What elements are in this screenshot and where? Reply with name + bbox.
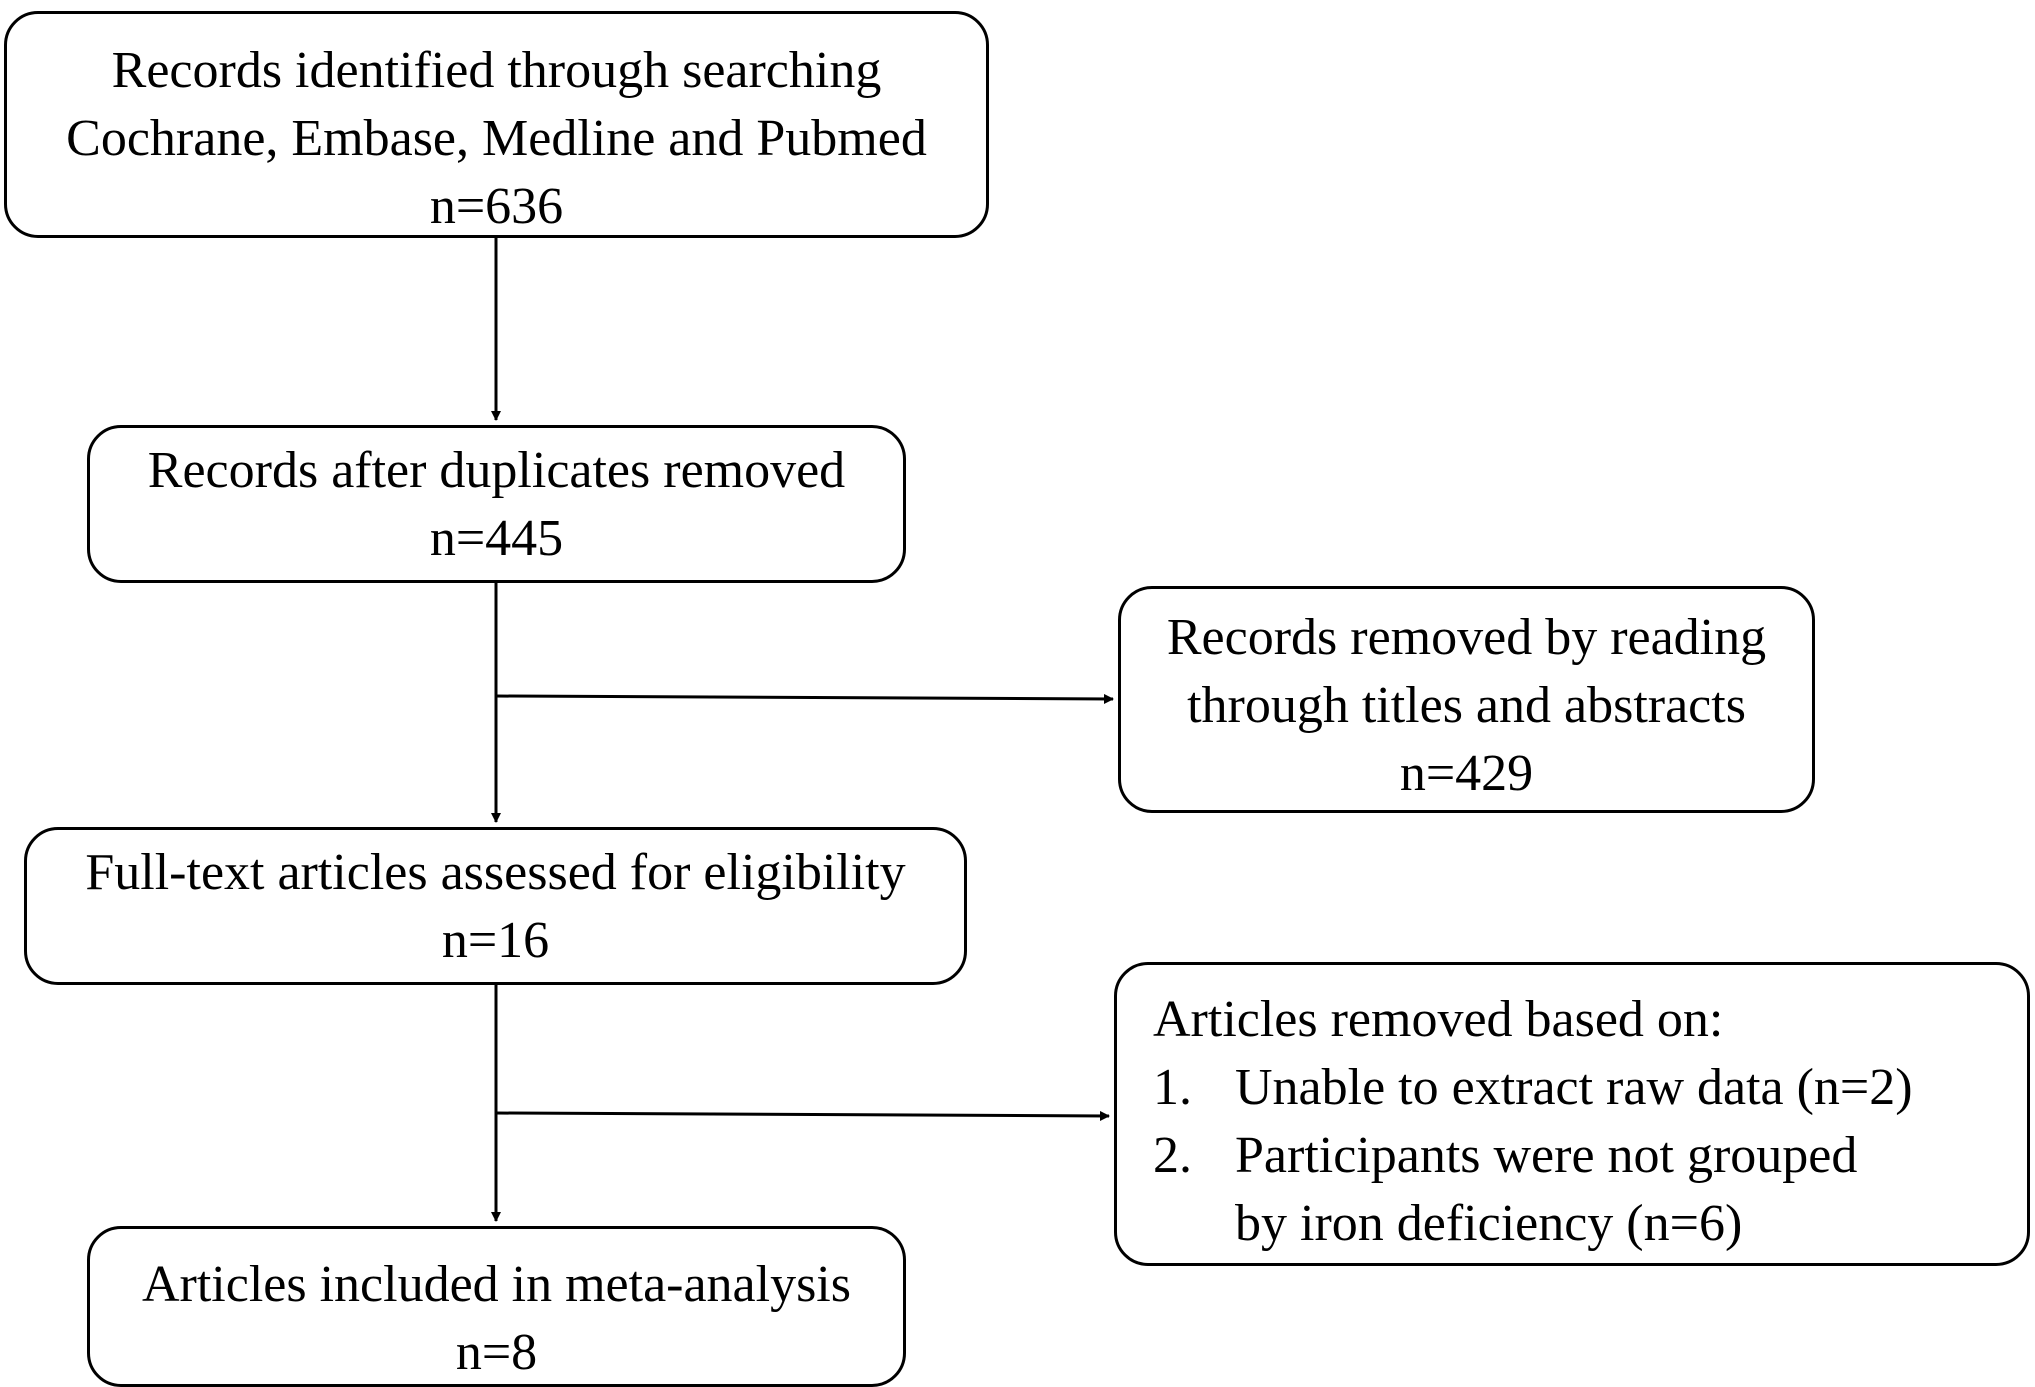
included-label: Articles included in meta-analysis — [141, 1256, 851, 1313]
records-identified-line-1: Records identified through searching — [111, 42, 882, 99]
excluded-reason-2-number: 2. — [1153, 1127, 1192, 1184]
excluded-reason-1: 1. Unable to extract raw data (n=2) — [1117, 1054, 2027, 1122]
duplicates-removed-box: Records after duplicates removed n=445 — [87, 425, 906, 583]
full-text-count: n=16 — [441, 912, 550, 969]
arrow-to-removed-titles — [495, 693, 1114, 704]
full-text-label: Full-text articles assessed for eligibil… — [85, 844, 906, 901]
included-count: n=8 — [455, 1324, 538, 1381]
excluded-heading: Articles removed based on: — [1153, 991, 1724, 1048]
records-identified-line-2: Cochrane, Embase, Medline and Pubmed — [66, 110, 927, 167]
records-identified-count: n=636 — [429, 178, 564, 235]
removed-titles-line-1: Records removed by reading — [1166, 609, 1767, 666]
removed-titles-count: n=429 — [1399, 745, 1534, 802]
duplicates-removed-label: Records after duplicates removed — [147, 442, 846, 499]
removed-titles-box: Records removed by reading through title… — [1118, 586, 1815, 813]
included-articles-box: Articles included in meta-analysis n=8 — [87, 1226, 906, 1387]
full-text-box: Full-text articles assessed for eligibil… — [24, 827, 967, 985]
excluded-reasons-list: 1. Unable to extract raw data (n=2) 2. P… — [1117, 1054, 2027, 1258]
excluded-reason-1-number: 1. — [1153, 1059, 1192, 1116]
records-identified-box: Records identified through searching Coc… — [4, 11, 989, 238]
duplicates-removed-count: n=445 — [429, 510, 564, 567]
excluded-reason-2: 2. Participants were not grouped by iron… — [1117, 1122, 2027, 1258]
excluded-reason-1-text: Unable to extract raw data (n=2) — [1235, 1059, 1913, 1116]
excluded-articles-box: Articles removed based on: 1. Unable to … — [1114, 962, 2030, 1266]
excluded-reason-2-text: Participants were not grouped — [1235, 1127, 1858, 1184]
excluded-reason-2-continuation: by iron deficiency (n=6) — [1235, 1195, 1743, 1252]
removed-titles-line-2: through titles and abstracts — [1187, 677, 1746, 734]
arrow-to-excluded — [495, 1110, 1110, 1121]
